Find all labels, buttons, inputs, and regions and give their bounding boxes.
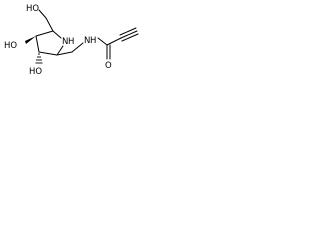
bond-nh-co [97, 37, 108, 46]
label-amide-n: N [84, 36, 90, 46]
bond-c2-ch2 [56, 51, 73, 56]
label-amide-n-h: H [90, 36, 96, 46]
bond-co-alkyne [106, 37, 122, 46]
label-ch2oh-ho: HO [26, 4, 39, 14]
molecule-structure: HO HO HO N H N H O [4, 4, 139, 77]
bond-ch2-c5 [45, 17, 54, 32]
label-ring-n-h: H [68, 37, 74, 47]
bond-c4-c5 [35, 30, 54, 37]
bond-c2-c3 [38, 51, 58, 56]
bond-c3-c4 [35, 35, 40, 53]
bond-c5-n1 [52, 30, 62, 39]
wedge-c4-oh [25, 36, 36, 44]
bond-triple [119, 27, 139, 42]
label-ring-n: N [62, 37, 68, 47]
label-oh-left: HO [4, 41, 17, 51]
bond-ch2-nh [71, 42, 84, 53]
bond-n1-c2 [56, 45, 64, 56]
bond-ho-ch2 [38, 9, 47, 19]
label-oh-bottom: HO [29, 67, 42, 77]
hash-c3-oh [35, 53, 43, 64]
label-carbonyl-o: O [105, 61, 112, 71]
